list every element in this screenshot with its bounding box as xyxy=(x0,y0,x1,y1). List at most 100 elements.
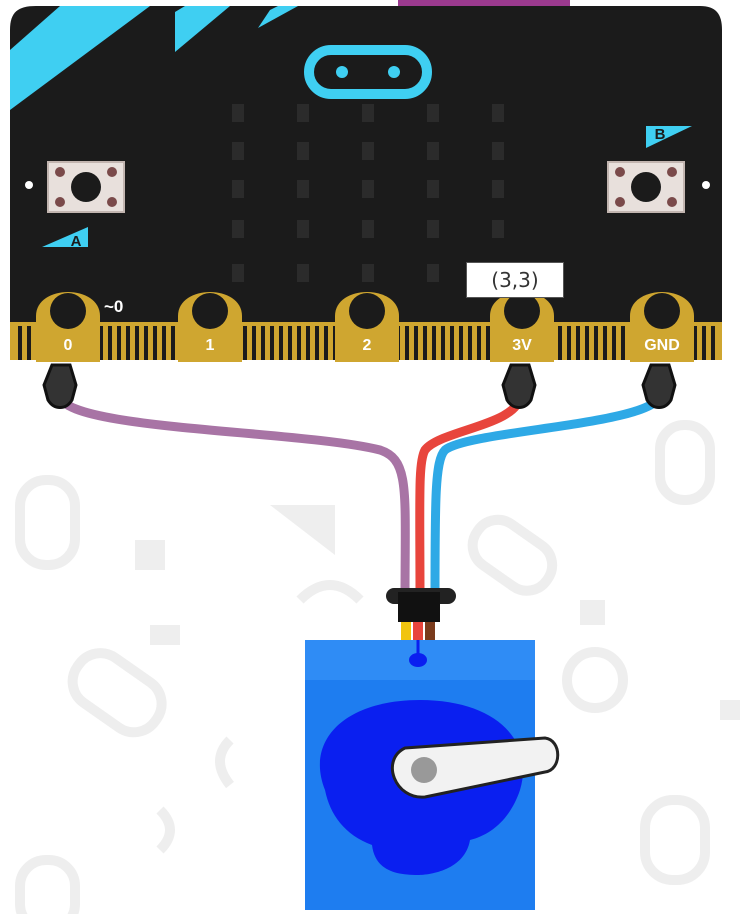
corner-accent xyxy=(258,6,298,28)
finger-gap xyxy=(117,326,121,360)
led xyxy=(362,220,374,238)
finger-gap xyxy=(18,326,22,360)
background-shapes xyxy=(135,505,740,720)
finger-gap xyxy=(171,326,175,360)
led xyxy=(297,180,309,198)
finger-gap xyxy=(288,326,292,360)
led xyxy=(297,104,309,122)
finger-gap xyxy=(450,326,454,360)
corner-accent xyxy=(10,6,150,110)
led xyxy=(297,264,309,282)
ground-wire xyxy=(430,390,665,605)
pwm-label: ~0 xyxy=(104,297,123,316)
finger-gap xyxy=(603,326,607,360)
finger-gap xyxy=(621,326,625,360)
finger-gap xyxy=(558,326,562,360)
pin-label: 3V xyxy=(512,337,532,354)
servo-motor xyxy=(305,640,560,910)
button-b[interactable] xyxy=(607,161,685,213)
finger-gap xyxy=(477,326,481,360)
servo-arm-icon xyxy=(390,736,560,799)
pin-label: 2 xyxy=(363,337,372,354)
led xyxy=(362,180,374,198)
finger-gap xyxy=(270,326,274,360)
button-b-badge: B xyxy=(646,126,692,148)
led xyxy=(427,220,439,238)
button-b-label: B xyxy=(655,126,666,143)
finger-gap xyxy=(135,326,139,360)
led xyxy=(492,220,504,238)
finger-gap xyxy=(243,326,247,360)
edge-dot xyxy=(702,181,710,189)
finger-gap xyxy=(297,326,301,360)
led xyxy=(492,104,504,122)
finger-gap xyxy=(612,326,616,360)
led xyxy=(232,180,244,198)
finger-gap xyxy=(594,326,598,360)
pin-gnd[interactable]: GND xyxy=(630,292,694,362)
led xyxy=(362,104,374,122)
pin-clip-3v xyxy=(501,363,537,409)
finger-gap xyxy=(108,326,112,360)
led xyxy=(297,142,309,160)
finger-gap xyxy=(585,326,589,360)
corner-accent xyxy=(175,6,230,52)
button-a-label: A xyxy=(71,233,82,250)
finger-gap xyxy=(441,326,445,360)
pin-2[interactable]: 2 xyxy=(335,292,399,362)
finger-gap xyxy=(144,326,148,360)
microbit-board: A B 0 1 2 3V GND ~0 xyxy=(10,0,722,362)
finger-gap xyxy=(432,326,436,360)
finger-gap xyxy=(99,326,103,360)
finger-gap xyxy=(315,326,319,360)
finger-gap xyxy=(567,326,571,360)
led xyxy=(232,264,244,282)
pin-label: 1 xyxy=(206,337,215,354)
pin-clip-0 xyxy=(42,363,78,409)
button-a[interactable] xyxy=(47,161,125,213)
finger-gap xyxy=(423,326,427,360)
finger-gap xyxy=(459,326,463,360)
finger-gap xyxy=(153,326,157,360)
power-wire xyxy=(415,390,525,605)
finger-gap xyxy=(486,326,490,360)
servo-connector xyxy=(386,588,456,642)
led xyxy=(297,220,309,238)
background-pattern xyxy=(15,420,715,914)
pin-1[interactable]: 1 xyxy=(178,292,242,362)
pin-0[interactable]: 0 xyxy=(36,292,100,362)
finger-gap xyxy=(405,326,409,360)
led xyxy=(427,142,439,160)
finger-gap xyxy=(126,326,130,360)
finger-gap xyxy=(162,326,166,360)
tooltip-text: (3,3) xyxy=(491,268,539,292)
led xyxy=(232,220,244,238)
signal-wire xyxy=(55,390,410,605)
led xyxy=(492,142,504,160)
led xyxy=(232,104,244,122)
led xyxy=(427,104,439,122)
pin-label: GND xyxy=(644,337,680,354)
led xyxy=(427,264,439,282)
led xyxy=(492,180,504,198)
finger-gap xyxy=(324,326,328,360)
pin-pads: 0 1 2 3V GND xyxy=(36,292,694,362)
finger-gap xyxy=(279,326,283,360)
finger-gap xyxy=(261,326,265,360)
finger-gap xyxy=(711,326,715,360)
finger-gap xyxy=(468,326,472,360)
led xyxy=(362,264,374,282)
led xyxy=(362,142,374,160)
finger-gap xyxy=(702,326,706,360)
finger-gap xyxy=(576,326,580,360)
finger-gap xyxy=(27,326,31,360)
microbit-logo-icon xyxy=(304,45,432,99)
pin-clip-gnd xyxy=(641,363,677,409)
finger-gap xyxy=(252,326,256,360)
finger-gap xyxy=(306,326,310,360)
finger-gap xyxy=(693,326,697,360)
led-matrix xyxy=(232,104,504,282)
led xyxy=(427,180,439,198)
pin-3v[interactable]: 3V xyxy=(490,292,554,362)
